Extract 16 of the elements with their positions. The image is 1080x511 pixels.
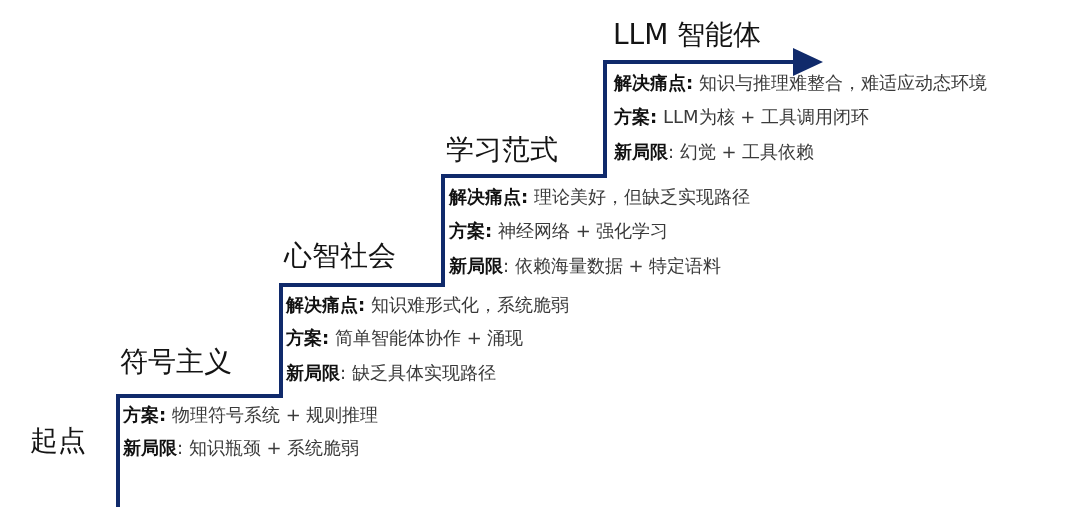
stage-note: 方案: 物理符号系统 + 规则推理 [123,404,379,426]
stage-note: 方案: 神经网络 + 强化学习 [449,220,669,242]
stage-note: 新局限: 知识瓶颈 + 系统脆弱 [123,437,360,459]
stage-note: 新局限: 幻觉 + 工具依赖 [614,141,815,163]
stage-note: 解决痛点: 知识与推理难整合，难适应动态环境 [614,72,987,94]
stage-note: 方案: LLM为核 + 工具调用闭环 [614,106,870,128]
stage-note: 方案: 简单智能体协作 + 涌现 [286,327,524,349]
stage-title: 起点 [30,424,86,458]
stage-title: 符号主义 [120,345,232,379]
stage-note: 新局限: 缺乏具体实现路径 [286,362,496,384]
stage-title: 心智社会 [284,239,396,273]
stage-note: 解决痛点: 知识难形式化，系统脆弱 [286,294,569,316]
stage-note: 解决痛点: 理论美好，但缺乏实现路径 [449,186,750,208]
stage-note: 新局限: 依赖海量数据 + 特定语料 [449,255,722,277]
stage-title: LLM 智能体 [613,18,762,52]
stage-title: 学习范式 [446,133,558,167]
